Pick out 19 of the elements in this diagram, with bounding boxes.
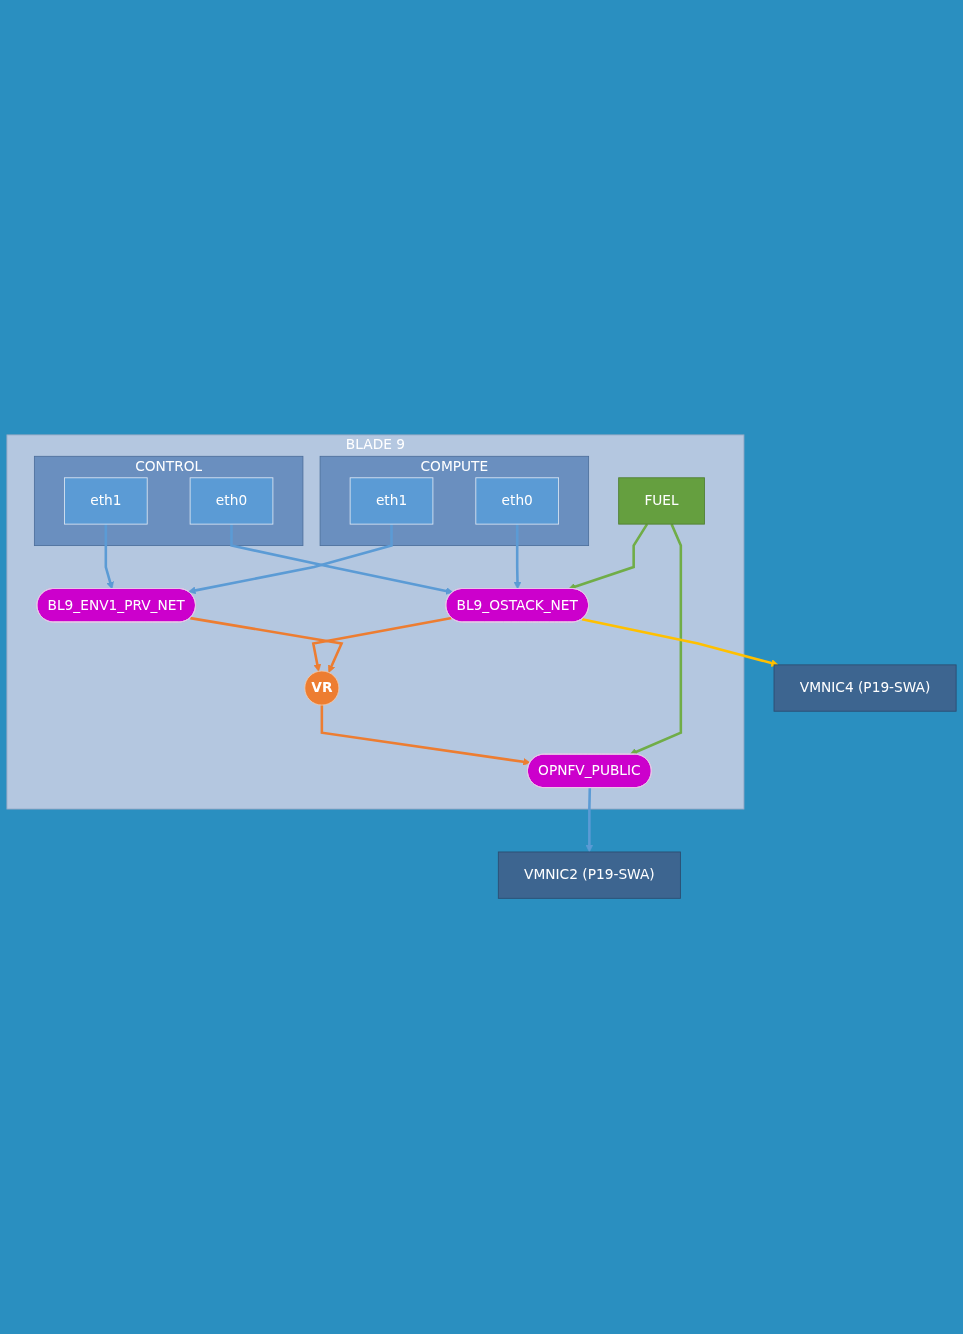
arrow — [585, 788, 594, 853]
node-box: eth0 — [189, 477, 274, 525]
arrow — [311, 617, 452, 673]
node-box: FUEL — [618, 477, 705, 525]
node-box: eth0 — [475, 477, 559, 525]
arrow — [513, 524, 522, 590]
arrow — [581, 618, 779, 668]
arrow — [104, 524, 114, 590]
node-circle: VR — [304, 671, 340, 706]
arrow — [190, 617, 344, 674]
arrow — [188, 524, 393, 595]
arrow — [629, 524, 683, 756]
arrow — [230, 524, 454, 596]
node-box: eth1 — [64, 477, 148, 525]
node-box: eth1 — [349, 477, 434, 525]
node-box: VMNIC2 (P19-SWA) — [497, 851, 681, 900]
arrow — [568, 523, 649, 591]
arrow — [320, 705, 531, 766]
node-box: VMNIC4 (P19-SWA) — [773, 664, 957, 713]
